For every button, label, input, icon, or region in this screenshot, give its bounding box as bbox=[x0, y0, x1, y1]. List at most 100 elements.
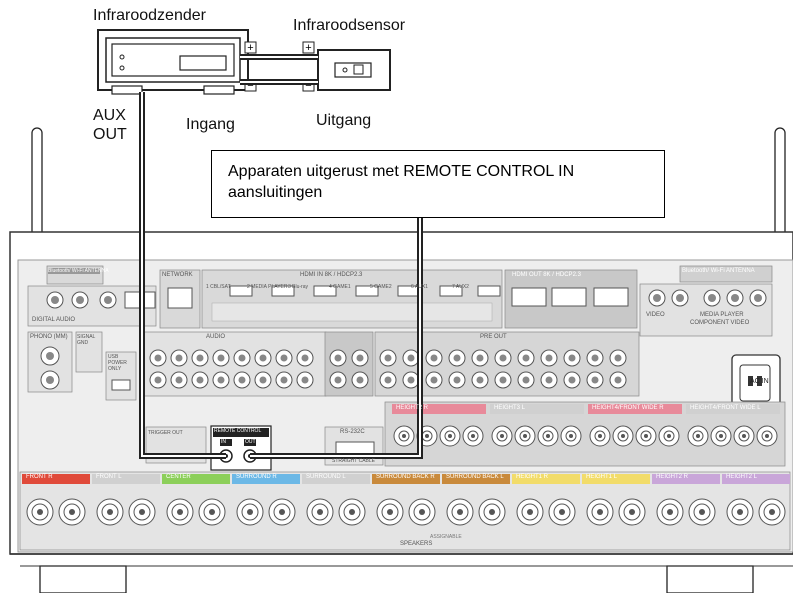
speaker-binding-post bbox=[339, 499, 365, 525]
rca-jack bbox=[213, 372, 229, 388]
pre-out-label: PRE OUT bbox=[480, 334, 507, 340]
hdmi-input-label: 6 AUX1 bbox=[411, 284, 428, 290]
rca-jack bbox=[192, 350, 208, 366]
speaker-group-label: CENTER bbox=[166, 474, 191, 480]
bt-left-label: Bluetooth/ Wi-Fi ANTENNA bbox=[48, 268, 100, 274]
hdmi-input-label: 3 Blu-ray bbox=[288, 284, 308, 290]
hdmi-input-label: 5 GAME2 bbox=[370, 284, 392, 290]
speaker-binding-post bbox=[237, 499, 263, 525]
pre-out-jack bbox=[541, 372, 557, 388]
speaker-binding-post bbox=[517, 499, 543, 525]
binding-post bbox=[757, 426, 777, 446]
speaker-binding-post bbox=[27, 499, 53, 525]
callout-text: Apparaten uitgerust met REMOTE CONTROL I… bbox=[228, 163, 574, 201]
binding-post bbox=[440, 426, 460, 446]
audio-in-label: AUDIO bbox=[206, 334, 225, 340]
bt-right-label: Bluetooth/ Wi-Fi ANTENNA bbox=[682, 268, 755, 274]
speaker-group-label: HEIGHT2 L bbox=[726, 474, 757, 480]
pre-out-jack bbox=[495, 350, 511, 366]
rc-out-label: OUT bbox=[245, 439, 256, 445]
speaker-binding-post bbox=[447, 499, 473, 525]
zone-jack bbox=[330, 372, 346, 388]
svg-text:+: + bbox=[247, 42, 253, 54]
rca-jack bbox=[234, 372, 250, 388]
digital-audio-label: DIGITAL AUDIO bbox=[32, 317, 75, 323]
pre-out-jack bbox=[518, 350, 534, 366]
height-upper-label: HEIGHT4/FRONT WIDE R bbox=[592, 405, 664, 411]
trigger-out-label: TRIGGER OUT bbox=[148, 430, 183, 436]
speaker-group-label: SURROUND L bbox=[306, 474, 346, 480]
binding-post bbox=[492, 426, 512, 446]
pre-out-jack bbox=[587, 350, 603, 366]
binding-post bbox=[613, 426, 633, 446]
ir-sensor bbox=[318, 50, 390, 90]
binding-post bbox=[538, 426, 558, 446]
rca-jack bbox=[150, 372, 166, 388]
pre-out-jack bbox=[564, 372, 580, 388]
pre-out-jack bbox=[610, 350, 626, 366]
rca-jack bbox=[276, 372, 292, 388]
rca-jack bbox=[171, 350, 187, 366]
zone-jack bbox=[352, 372, 368, 388]
binding-post bbox=[590, 426, 610, 446]
speaker-binding-post bbox=[59, 499, 85, 525]
speaker-group-label: SURROUND BACK L bbox=[446, 474, 504, 480]
remote-control-label: REMOTE CONTROL bbox=[214, 428, 261, 434]
rca-jack bbox=[297, 350, 313, 366]
pre-out-jack bbox=[472, 372, 488, 388]
pre-out-jack bbox=[541, 350, 557, 366]
usb-label: USB POWER ONLY bbox=[108, 354, 136, 372]
pre-out-jack bbox=[426, 350, 442, 366]
speaker-binding-post bbox=[759, 499, 785, 525]
rca-jack bbox=[234, 350, 250, 366]
speaker-group-label: FRONT L bbox=[96, 474, 122, 480]
input-label: Ingang bbox=[186, 116, 235, 134]
pre-out-jack bbox=[403, 350, 419, 366]
zone-jack bbox=[352, 350, 368, 366]
speaker-binding-post bbox=[97, 499, 123, 525]
callout-box: Apparaten uitgerust met REMOTE CONTROL I… bbox=[211, 150, 665, 218]
speaker-binding-post bbox=[657, 499, 683, 525]
binding-post bbox=[463, 426, 483, 446]
sensor-wires bbox=[240, 57, 318, 82]
sensor-label: Infraroodsensor bbox=[293, 17, 405, 35]
hdmi-input-label: 4 GAME1 bbox=[329, 284, 351, 290]
speakers-label: SPEAKERS bbox=[400, 541, 432, 547]
pre-out-jack bbox=[380, 372, 396, 388]
height-upper-label: HEIGHT2 R bbox=[396, 405, 428, 411]
speaker-binding-post bbox=[269, 499, 295, 525]
pre-out-jack bbox=[564, 350, 580, 366]
speaker-group-label: HEIGHT2 R bbox=[656, 474, 688, 480]
speaker-binding-post bbox=[307, 499, 333, 525]
pre-out-jack bbox=[472, 350, 488, 366]
rs232c-label: RS-232C bbox=[340, 429, 365, 435]
media-player-label: MEDIA PLAYER bbox=[700, 312, 744, 318]
binding-post bbox=[688, 426, 708, 446]
rca-jack bbox=[192, 372, 208, 388]
speaker-group-label: SURROUND R bbox=[236, 474, 277, 480]
binding-post bbox=[394, 426, 414, 446]
pre-out-jack bbox=[449, 350, 465, 366]
pre-out-jack bbox=[610, 372, 626, 388]
speaker-binding-post bbox=[727, 499, 753, 525]
speaker-binding-post bbox=[199, 499, 225, 525]
component-video-label: COMPONENT VIDEO bbox=[690, 320, 749, 326]
rca-jack bbox=[171, 372, 187, 388]
height-upper-label: HEIGHT4/FRONT WIDE L bbox=[690, 405, 761, 411]
speaker-group-label: HEIGHT1 L bbox=[586, 474, 617, 480]
hdmi-input-label: 7 AUX2 bbox=[452, 284, 469, 290]
hdmi-out-label: HDMI OUT 8K / HDCP2.3 bbox=[512, 272, 581, 278]
speaker-group-label: FRONT R bbox=[26, 474, 53, 480]
rca-jack bbox=[213, 350, 229, 366]
ac-in-label: AC IN bbox=[750, 378, 769, 385]
speaker-binding-post bbox=[549, 499, 575, 525]
binding-post bbox=[659, 426, 679, 446]
rca-jack bbox=[255, 350, 271, 366]
pre-out-jack bbox=[449, 372, 465, 388]
phono-label: PHONO (MM) bbox=[30, 334, 68, 340]
svg-text:+: + bbox=[305, 42, 311, 54]
pre-out-jack bbox=[518, 372, 534, 388]
transmitter-label: Infraroodzender bbox=[93, 7, 206, 25]
network-label: NETWORK bbox=[162, 272, 193, 278]
